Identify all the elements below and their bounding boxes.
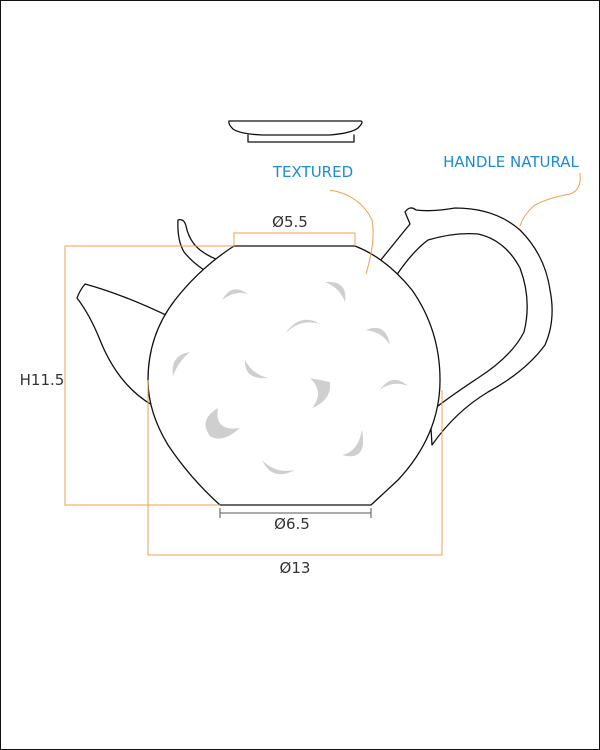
dimple	[285, 319, 320, 334]
teapot-knob	[177, 218, 219, 271]
dimple	[380, 379, 408, 390]
dimple	[172, 352, 190, 376]
height-dimension	[64, 245, 234, 506]
dimension-lines	[64, 232, 443, 556]
dimple	[262, 460, 295, 475]
teapot-lid	[228, 120, 363, 143]
bottom-diameter-label: Ø6.5	[274, 515, 310, 533]
dimple	[310, 378, 331, 408]
handle-natural-leader	[519, 172, 581, 227]
dimple	[222, 289, 248, 300]
dimple	[205, 408, 240, 439]
dimple	[366, 327, 390, 345]
dimple	[342, 430, 364, 457]
height-label: H11.5	[20, 371, 65, 389]
textured-leader	[329, 189, 374, 275]
top-diameter-label: Ø5.5	[272, 213, 308, 231]
texture-dimples	[172, 281, 408, 475]
handle-natural-note: HANDLE NATURAL	[443, 153, 579, 171]
teapot-handle	[375, 207, 553, 446]
dimple	[244, 360, 268, 379]
bottom-diameter-dimension	[219, 508, 372, 518]
dimple	[325, 281, 346, 302]
body-diameter-label: Ø13	[280, 559, 311, 577]
top-diameter-dimension	[233, 232, 356, 246]
teapot-body	[147, 245, 441, 506]
body-diameter-dimension	[147, 380, 443, 556]
textured-note: TEXTURED	[272, 163, 353, 181]
